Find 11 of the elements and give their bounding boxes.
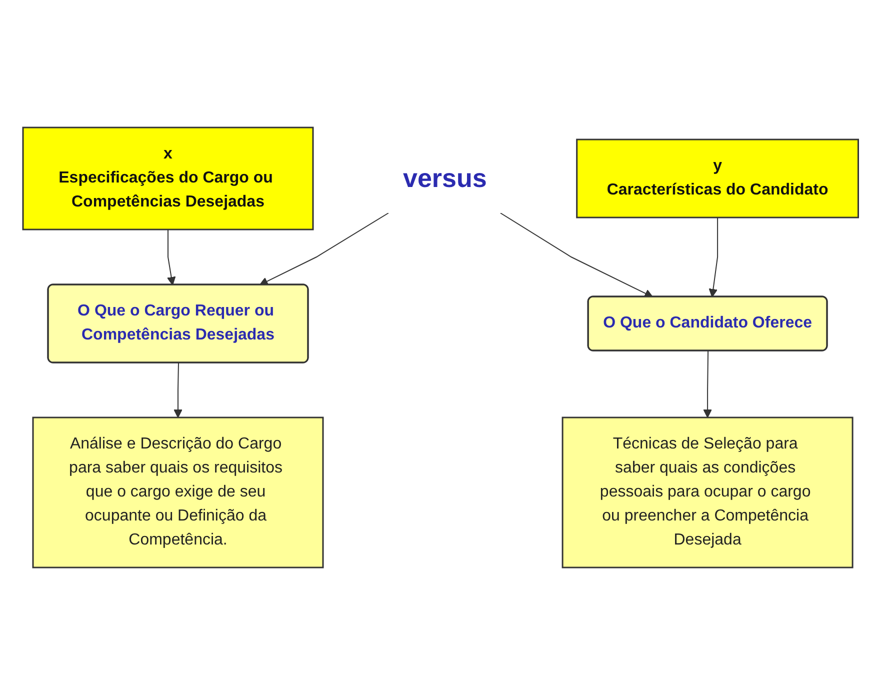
arrow — [260, 212, 390, 286]
arrow — [174, 362, 183, 418]
node-box: Técnicas de Seleção para saber quais as condições pessoais para ocupar o cargo ou preencher a Competência Desejada — [562, 416, 854, 568]
node-box: y Características do Candidato — [576, 138, 860, 218]
arrow — [500, 212, 654, 298]
node-text: versus — [403, 163, 488, 193]
arrow — [709, 217, 718, 298]
arrow — [167, 229, 176, 286]
node-box: x Especificações do Cargo ou Competências Desejadas — [22, 126, 314, 230]
arrow — [704, 350, 712, 418]
node-box: Análise e Descrição do Cargo para saber quais os requisitos que o cargo exige de seu ocupante ou Definição da Competência. — [32, 416, 324, 568]
